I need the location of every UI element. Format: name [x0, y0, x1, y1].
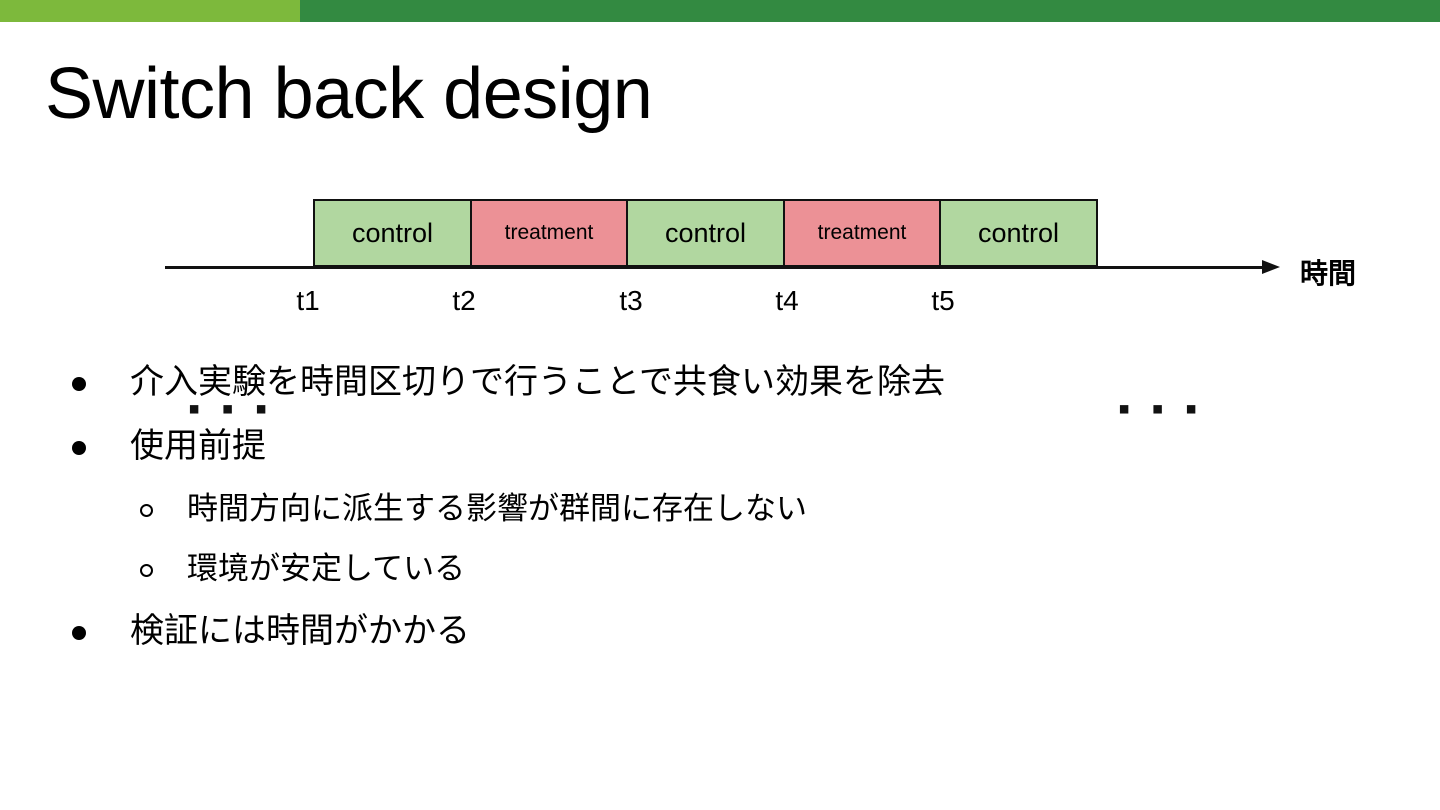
time-axis-tick-labels: t1 t2 t3 t4 t5	[0, 284, 1440, 318]
bullet-item-3: 検証には時間がかかる	[0, 607, 1440, 655]
time-axis-label: 時間	[1300, 258, 1357, 289]
ellipsis-left: ▪ ▪ ▪	[188, 390, 274, 428]
timeline-block-control-1: control	[313, 199, 472, 267]
top-accent-bar-left-segment	[0, 0, 300, 22]
page-title: Switch back design	[45, 54, 653, 134]
bullet-subitem-1: 時間方向に派生する影響が群間に存在しない	[0, 487, 1440, 531]
bullet-item-text: 介入実験を時間区切りで行うことで共食い効果を除去	[130, 363, 945, 401]
arrow-right-icon	[1262, 260, 1280, 274]
top-accent-bar	[0, 0, 1440, 22]
tick-label-t4: t4	[775, 285, 799, 316]
bullet-item-text: 使用前提	[130, 427, 266, 466]
bullet-item-text: 検証には時間がかかる	[130, 611, 470, 650]
bullet-item-1: 介入実験を時間区切りで行うことで共食い効果を除去	[0, 358, 1440, 406]
top-accent-bar-right-segment	[300, 0, 1440, 22]
tick-label-t3: t3	[619, 285, 643, 316]
timeline-block-label: treatment	[817, 221, 907, 244]
time-axis-line	[165, 266, 1265, 269]
tick-label-t5: t5	[931, 285, 955, 316]
tick-label-t2: t2	[452, 285, 476, 316]
timeline-block-row: control treatment control treatment cont…	[313, 199, 1098, 267]
bullet-circle-icon	[140, 563, 153, 577]
bullet-item-2: 使用前提	[0, 422, 1440, 470]
timeline-block-label: control	[351, 217, 434, 248]
ellipsis-right: ▪ ▪ ▪	[1118, 390, 1204, 428]
timeline-block-control-2: control	[626, 199, 785, 267]
timeline-block-label: control	[977, 217, 1060, 248]
timeline-block-control-3: control	[939, 199, 1098, 267]
bullet-circle-icon	[140, 503, 153, 517]
bullet-disc-icon	[72, 625, 86, 640]
tick-label-t1: t1	[296, 285, 320, 316]
timeline-block-label: treatment	[504, 221, 594, 244]
timeline-block-treatment-2: treatment	[783, 199, 941, 267]
bullet-subitem-2: 環境が安定している	[0, 547, 1440, 591]
bullet-subitem-text: 環境が安定している	[187, 550, 466, 586]
bullet-disc-icon	[72, 441, 86, 456]
switchback-timeline-diagram: ▪ ▪ ▪ control treatment control treatmen…	[0, 180, 1440, 426]
bullet-subitem-text: 時間方向に派生する影響が群間に存在しない	[187, 490, 807, 526]
bullet-list: 介入実験を時間区切りで行うことで共食い効果を除去 使用前提 時間方向に派生する影…	[0, 358, 1440, 671]
bullet-disc-icon	[72, 377, 86, 391]
timeline-block-treatment-1: treatment	[470, 199, 628, 267]
timeline-block-label: control	[664, 217, 747, 248]
